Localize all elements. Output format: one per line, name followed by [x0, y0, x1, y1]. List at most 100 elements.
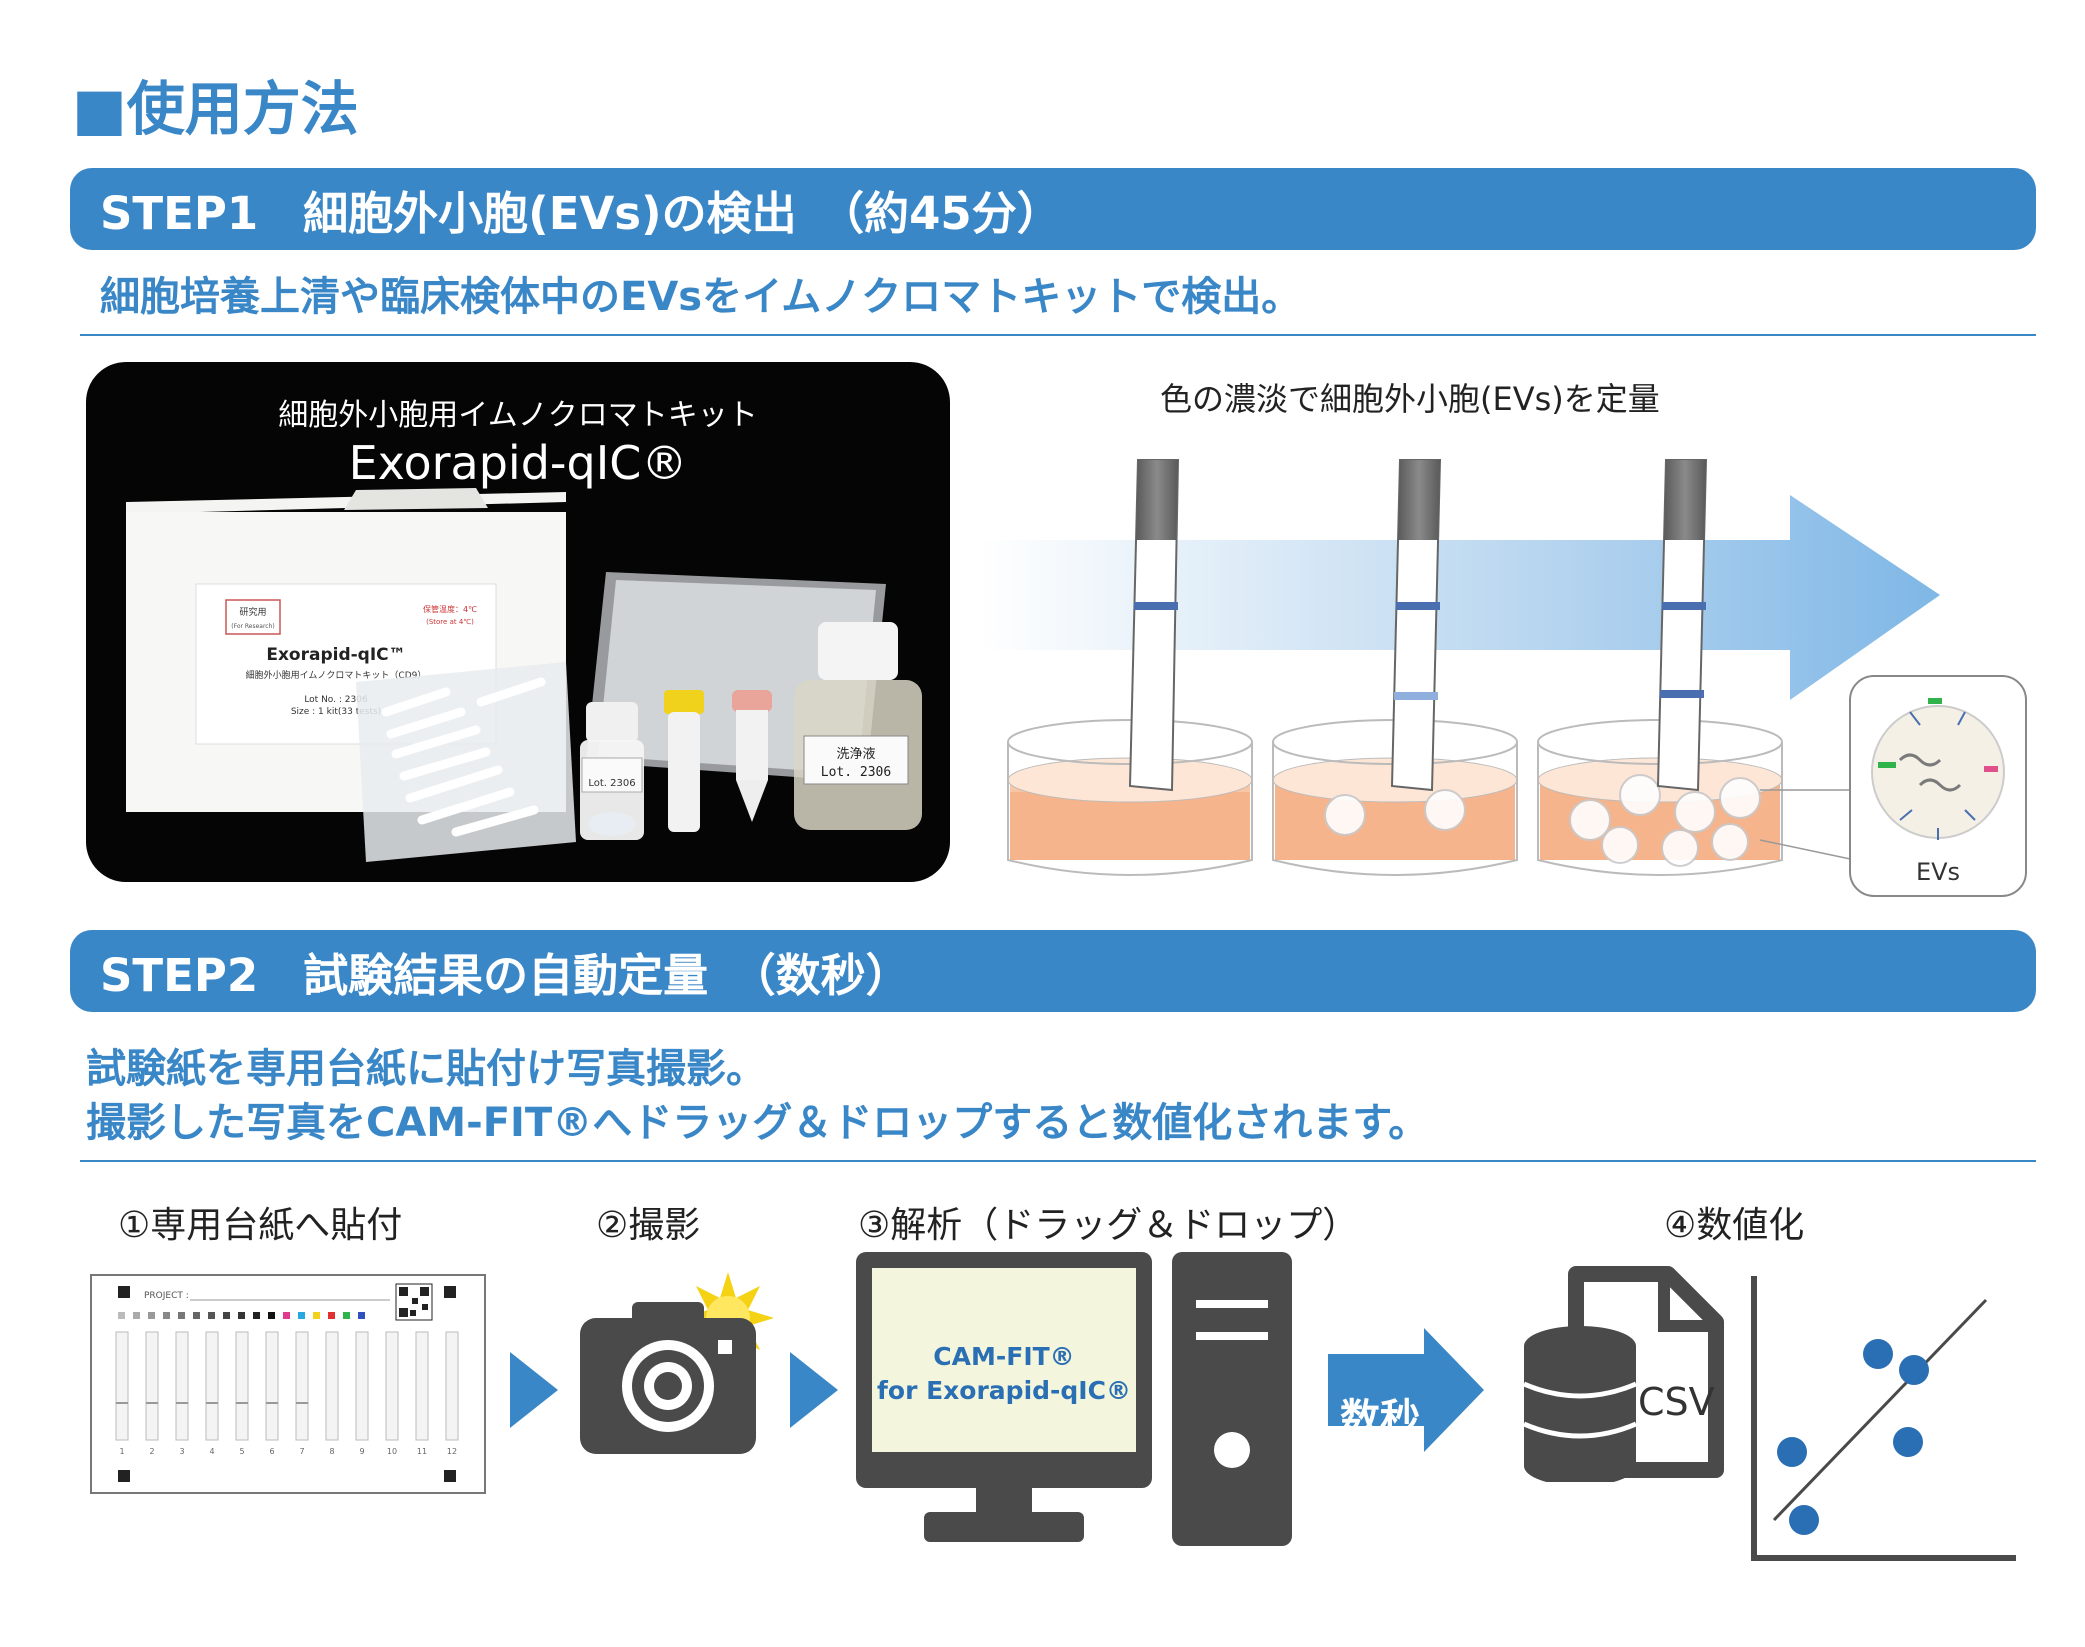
box-product-name: Exorapid-qIC™ [266, 645, 405, 665]
arrow-right-icon [790, 1352, 838, 1428]
step2-description-line1: 試験紙を専用台紙に貼付け写真撮影。 [86, 1046, 766, 1092]
qr-code-icon [395, 1283, 433, 1321]
scatter-point [1899, 1355, 1929, 1385]
reagent-vial [580, 702, 644, 840]
panel-label-1: ①専用台紙へ貼付 [118, 1205, 403, 1246]
step2-header-bar: STEP2 試験結果の自動定量 （数秒） [70, 930, 2036, 1012]
step1-description: 細胞培養上清や臨床検体中のEVsをイムノクロマトキットで検出。 [100, 274, 1302, 320]
strip-lane [145, 1331, 159, 1441]
strip-lane [415, 1331, 429, 1441]
camera-icon [580, 1272, 774, 1454]
box-size: Size : 1 kit(33 tests) [291, 707, 381, 717]
corner-marker [118, 1470, 130, 1482]
strip-band [206, 1402, 218, 1404]
box-label-research: 研究用 [239, 606, 266, 618]
dish-1 [1007, 719, 1253, 876]
box-lot-number: Lot No. : 2306 [304, 695, 368, 705]
diagram-caption: 色の濃淡で細胞外小胞(EVs)を定量 [1160, 380, 1660, 418]
corner-marker [444, 1470, 456, 1482]
pc-tower-icon [1172, 1252, 1292, 1546]
strip-lane [265, 1331, 279, 1441]
panel-label-3: ③解析（ドラッグ＆ドロップ） [858, 1205, 1359, 1246]
strip-band [296, 1402, 308, 1404]
monitor-app-line2: for Exorapid-qIC® [877, 1376, 1131, 1405]
scatter-chart-icon [1751, 1276, 2016, 1561]
vial-lot-label: Lot. 2306 [588, 778, 635, 789]
step2-description-line2: 撮影した写真をCAM-FIT®へドラッグ＆ドロップすると数値化されます。 [86, 1100, 1429, 1146]
kit-photo: 細胞外小胞用イムノクロマトキット Exorapid-qIC® 研究用 (For … [86, 362, 950, 882]
box-storage-label-en: (Store at 4℃) [426, 618, 474, 626]
kit-photo-caption-jp: 細胞外小胞用イムノクロマトキット [278, 398, 758, 433]
seconds-arrow-label: 数秒 [1340, 1396, 1420, 1442]
panel-label-2: ②撮影 [596, 1205, 701, 1246]
lane-number: 5 [239, 1447, 244, 1456]
strip-lane [295, 1331, 309, 1441]
lane-number: 10 [387, 1447, 397, 1456]
strip-band [176, 1402, 188, 1404]
ev-zoom-label: EVs [1916, 858, 1960, 886]
page-title: ■使用方法 [72, 62, 359, 146]
strip-lane [355, 1331, 369, 1441]
scatter-point [1789, 1505, 1819, 1535]
bottle-label-jp: 洗浄液 [836, 747, 875, 762]
monitor-app-name: CAM-FIT® for Exorapid-qIC® [872, 1340, 1136, 1408]
strip-lane [175, 1331, 189, 1441]
strip-band [116, 1402, 128, 1404]
strip-bag [356, 662, 576, 862]
ev-zoom-box [1849, 675, 2027, 897]
strip-lane [325, 1331, 339, 1441]
box-label-research-en: (For Research) [231, 623, 275, 630]
strip-lane [385, 1331, 399, 1441]
lane-number: 4 [209, 1447, 214, 1456]
ev-particles [1324, 774, 1761, 867]
step2-divider [80, 1160, 2036, 1162]
lane-number: 9 [359, 1447, 364, 1456]
test-strip-1 [1128, 459, 1180, 792]
lane-number: 7 [299, 1447, 304, 1456]
lane-number: 12 [447, 1447, 457, 1456]
lane-number: 2 [149, 1447, 154, 1456]
lane-number: 8 [329, 1447, 334, 1456]
scatter-point [1777, 1437, 1807, 1467]
test-strip-3 [1656, 459, 1708, 792]
strip-band [146, 1402, 158, 1404]
step1-divider [80, 334, 2036, 336]
scatter-point [1893, 1427, 1923, 1457]
box-storage-label: 保管温度：4℃ [423, 604, 477, 614]
pink-cap-tube [732, 690, 772, 822]
step1-header-bar: STEP1 細胞外小胞(EVs)の検出 （約45分） [70, 168, 2036, 250]
strip-lane [235, 1331, 249, 1441]
yellow-cap-tube [664, 690, 704, 832]
strip-band [236, 1402, 248, 1404]
arrow-right-icon [510, 1352, 558, 1428]
database-icon [1523, 1326, 1637, 1482]
corner-marker [444, 1286, 456, 1298]
kit-photo-illustration: 研究用 (For Research) 保管温度：4℃ (Store at 4℃)… [126, 488, 922, 862]
lane-number: 3 [179, 1447, 184, 1456]
strip-lane [115, 1331, 129, 1441]
color-calibration-row [118, 1312, 365, 1319]
box-product-name-jp: 細胞外小胞用イムノクロマトキット（CD9） [246, 669, 427, 681]
scatter-point [1863, 1339, 1893, 1369]
strip-band [266, 1402, 278, 1404]
wash-bottle [794, 622, 922, 830]
step1-header-text: STEP1 細胞外小胞(EVs)の検出 （約45分） [100, 186, 1062, 240]
strip-lane [205, 1331, 219, 1441]
ev-quantification-diagram: EVs [980, 459, 2027, 897]
progression-arrow [980, 495, 1940, 700]
monitor-icon [856, 1252, 1152, 1542]
sheet-project-label: PROJECT : [144, 1291, 189, 1301]
step2-header-text: STEP2 試験結果の自動定量 （数秒） [100, 948, 911, 1002]
csv-file-icon [1523, 1266, 1724, 1482]
corner-marker [118, 1286, 130, 1298]
bottle-label-lot: Lot. 2306 [821, 765, 891, 780]
panel-label-4: ④数値化 [1664, 1205, 1805, 1246]
lane-number: 6 [269, 1447, 274, 1456]
page-title-text: ■使用方法 [72, 75, 359, 143]
lane-number: 1 [119, 1447, 124, 1456]
seconds-arrow [1328, 1328, 1484, 1452]
lane-number: 11 [417, 1447, 427, 1456]
monitor-app-line1: CAM-FIT® [933, 1342, 1075, 1371]
